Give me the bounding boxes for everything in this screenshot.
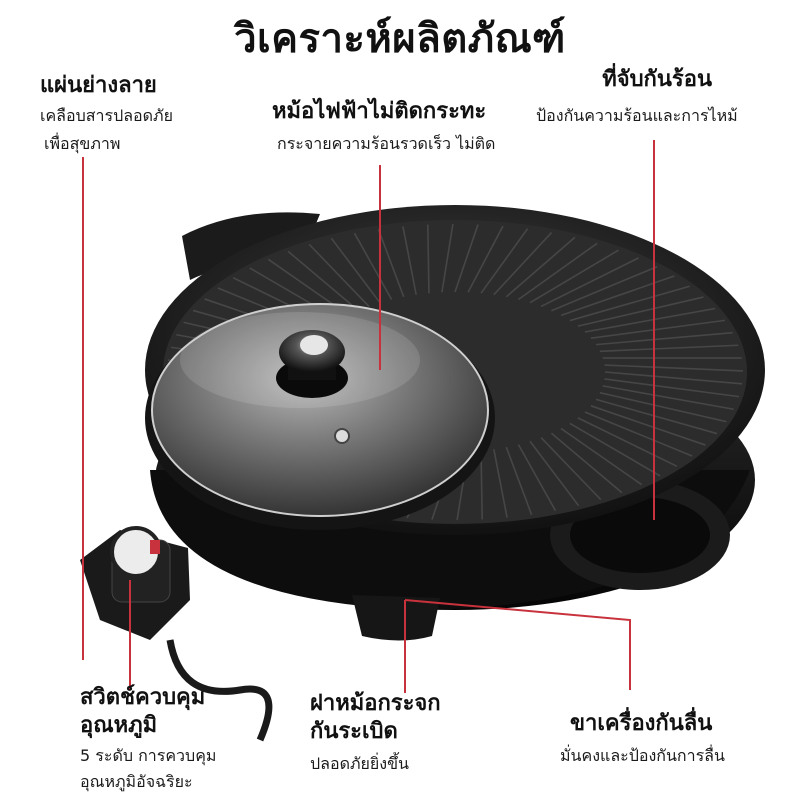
feature-feet-heading: ขาเครื่องกันลื่น (570, 711, 713, 736)
grill-ridge (602, 385, 734, 411)
grill-ridge (604, 364, 744, 372)
grill-ridge (595, 331, 733, 346)
grill-ridge (427, 224, 430, 294)
grill-ridge (529, 440, 580, 507)
feature-switch-line-2: อุณหภูมิอัจฉริยะ (80, 772, 193, 791)
feature-lid-heading-1: ฝาหม้อกระจก (310, 691, 441, 716)
grill-ridge (540, 257, 639, 308)
lid-knob-icon (276, 330, 348, 398)
grill-ridge (584, 307, 716, 333)
feature-pot-heading: หม้อไฟฟ้าไม่ติดกระทะ (272, 99, 487, 124)
grill-ridge (467, 225, 504, 293)
page-title: วิเคราะห์ผลิตภัณฑ์ (234, 16, 566, 62)
grill-ridge (377, 229, 405, 298)
grill-ridge (287, 250, 360, 312)
feature-feet-line-1: มั่นคงและป้องกันการลื่น (560, 746, 725, 765)
grill-ridge (454, 224, 479, 293)
grill-ridge (529, 249, 619, 304)
grill-ridge (540, 436, 602, 501)
grill-ridge (560, 275, 675, 317)
grill-ridge (480, 228, 529, 294)
grill-ridge (517, 444, 557, 512)
grill-ridge (590, 405, 706, 446)
feature-switch-heading-2: อุณหภูมิ (80, 713, 158, 738)
grill-ridge (441, 223, 454, 293)
grill-ridge (599, 344, 739, 353)
grill-ridge (353, 232, 393, 300)
grill-ridge (595, 398, 718, 435)
grill-ridge (402, 226, 417, 295)
grill-ridge (560, 427, 643, 486)
grill-ridge (505, 446, 533, 515)
grill-ridge (604, 378, 740, 398)
feature-switch-line-1: 5 ระดับ การควบคุม (80, 746, 217, 765)
feature-lid-heading-2: กันระเบิด (310, 719, 398, 744)
grill-ridge (590, 319, 726, 339)
glass-lid (145, 303, 495, 530)
grill-ridge (493, 449, 508, 518)
feature-handle-line-1: ป้องกันความร้อนและการไหม้ (536, 106, 738, 125)
grill-ridge (517, 242, 598, 301)
callout-lines (82, 140, 655, 693)
grill-ridge (493, 232, 553, 296)
feature-plate-heading: แผ่นย่างลาย (40, 73, 157, 98)
feature-pot-line-1: กระจายความร้อนรวดเร็ว ไม่ติด (277, 134, 496, 153)
anti-slip-foot (352, 595, 440, 641)
grill-ridge (599, 391, 727, 423)
feature-lid-line-1: ปลอดภัยยิ่งขึ้น (310, 754, 409, 773)
grill-ridge (480, 450, 483, 520)
feature-plate: แผ่นย่างลาย (40, 72, 157, 100)
feature-handle-heading: ที่จับกันร้อน (602, 67, 712, 92)
grill-ridge (550, 432, 623, 494)
grill-ridge (551, 265, 658, 312)
grill-ridge (330, 237, 381, 304)
grill-ridge (569, 422, 661, 477)
grill-ridge (308, 243, 370, 308)
grill-ridge (577, 417, 678, 468)
grill-ridge (505, 236, 576, 298)
feature-switch-heading-1: สวิตช์ควบคุม (80, 685, 206, 710)
grill-ridge (584, 411, 693, 457)
grill-ridge (577, 296, 704, 327)
feature-plate-line-2: เพื่อสุขภาพ (44, 134, 121, 153)
temperature-control-icon (80, 526, 273, 742)
grill-ridge (604, 371, 743, 385)
grill-ridge (569, 285, 690, 322)
feature-plate-line-1: เคลือบสารปลอดภัย (40, 106, 173, 125)
